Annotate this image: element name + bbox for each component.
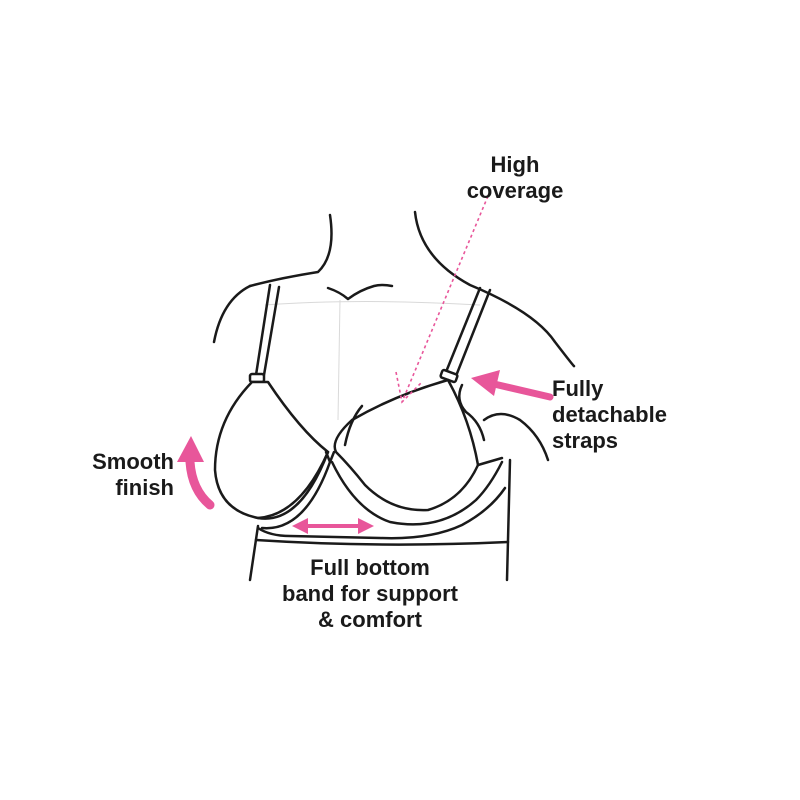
left-cup (213, 380, 330, 520)
band-bottom (256, 486, 507, 540)
band-inner-right (330, 460, 504, 526)
right-arm-line (482, 412, 550, 462)
smooth-finish-arrow (185, 457, 215, 510)
smooth-finish-label: Smooth finish (62, 449, 174, 501)
smooth-finish-arrowhead (177, 436, 204, 462)
left-strap (254, 283, 272, 377)
neck-left-line (248, 213, 333, 288)
detachable-straps-line-3: straps (552, 428, 619, 453)
guide-lines (264, 299, 481, 421)
detachable-straps-line-2: detachable (552, 402, 667, 427)
band-arrowhead-right (358, 518, 374, 534)
right-strap (444, 286, 482, 374)
bottom-band-label: Full bottom band for support & comfort (240, 555, 500, 633)
high-coverage-label: High coverage (440, 152, 590, 204)
center-gore (324, 450, 336, 464)
annotations (177, 195, 554, 534)
straps-arrowhead (471, 370, 500, 396)
right-cup (333, 378, 480, 512)
torso-right-line (505, 458, 512, 582)
bottom-band-line-2: band for support (282, 581, 458, 606)
detachable-straps-line-1: Fully (552, 376, 604, 401)
band-lower-edge (254, 538, 510, 546)
band-outer-right (476, 456, 504, 467)
high-coverage-pointer (401, 195, 489, 403)
straps-arrow (490, 380, 554, 401)
bottom-band-line-1: Full bottom (310, 555, 430, 580)
right-armpit-line (458, 383, 486, 442)
band-arrowhead-left (292, 518, 308, 534)
high-coverage-line-2: coverage (466, 178, 564, 203)
bottom-band-line-3: & comfort (318, 607, 422, 632)
detachable-straps-label: Fully detachable straps (552, 376, 702, 454)
band-inner-left (260, 460, 332, 530)
high-coverage-line-1: High (490, 152, 540, 177)
smooth-finish-line-2: finish (115, 475, 174, 500)
body-outline (212, 210, 576, 582)
neck-right-line (413, 210, 576, 368)
left-shoulder-line (212, 284, 252, 344)
high-coverage-arrowhead (395, 371, 423, 404)
bra (213, 283, 510, 546)
band-top-left (256, 450, 330, 520)
smooth-finish-line-1: Smooth (92, 449, 174, 474)
collarbone-line (326, 283, 394, 301)
torso-left-line (248, 524, 260, 582)
